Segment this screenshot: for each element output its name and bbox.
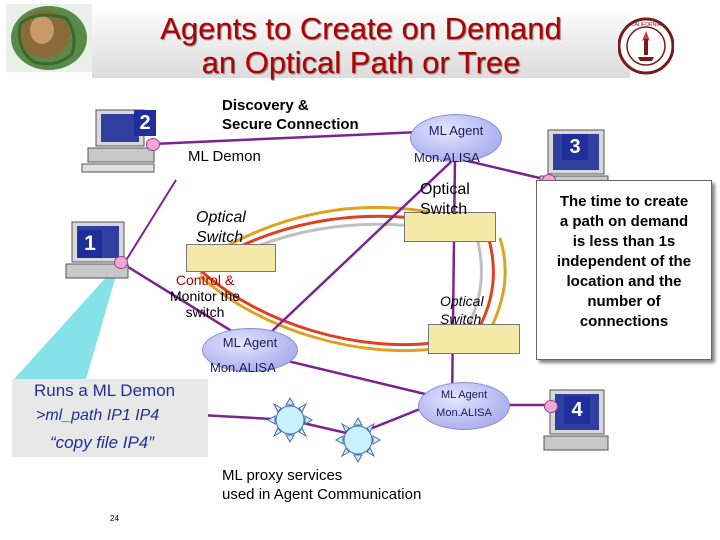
optical-switch-right-box <box>428 324 520 354</box>
discovery-label: Discovery & Secure Connection <box>222 96 359 134</box>
optical-switch-top-label: Optical Switch <box>420 180 470 220</box>
pink-dot-pc1 <box>114 256 128 269</box>
runs-line-1: Runs a ML Demon <box>34 381 176 400</box>
time-line-4: independent of the <box>556 253 692 270</box>
optical-switch-left-line-2: Switch <box>196 229 244 246</box>
caltech-seal-logo: CALIFORNIA <box>618 17 674 75</box>
globe-logo-icon <box>6 4 92 72</box>
time-line-5: location and the <box>566 273 682 290</box>
node-top-monalisa: Mon.ALISA <box>414 150 480 165</box>
ml-demon-label: ML Demon <box>188 148 261 165</box>
time-info-box: The time to create a path on demand is l… <box>536 180 712 360</box>
node-bottom-agent: ML Agent <box>440 389 488 401</box>
title-line-1: Agents to Create on Demand <box>160 11 562 46</box>
discovery-line-2: Secure Connection <box>222 116 359 133</box>
control-label: Control & Monitor the switch <box>170 272 240 320</box>
optical-switch-top-box <box>404 212 496 242</box>
title-line-2: an Optical Path or Tree <box>201 45 521 80</box>
proxy-label: ML proxy services used in Agent Communic… <box>222 466 421 504</box>
time-line-3: is less than 1s <box>572 233 676 250</box>
fiber-arc-red-2 <box>476 235 495 331</box>
time-line-6: number of <box>587 293 661 310</box>
pink-dot-pc4 <box>544 400 558 413</box>
link-top-right <box>454 156 549 182</box>
node-bottom-monalisa: Mon.ALISA <box>436 407 492 419</box>
title-band: Agents to Create on Demand an Optical Pa… <box>92 11 630 80</box>
number-2-badge: 2 <box>134 110 156 136</box>
control-line-2: Monitor the <box>170 288 241 304</box>
fiber-arc-gray-2 <box>464 233 483 331</box>
link-demon-pc1 <box>124 179 177 263</box>
optical-switch-top-line-1: Optical <box>420 181 470 198</box>
proxy-sun-1-icon <box>266 396 314 444</box>
control-line-1: Control & <box>175 272 235 288</box>
proxy-sun-2-icon <box>334 416 382 464</box>
page-number: 24 <box>110 514 119 523</box>
fiber-arc-yellow-2 <box>488 237 507 331</box>
optical-switch-right-line-1: Optical <box>440 293 484 309</box>
number-4-badge: 4 <box>564 396 590 424</box>
time-line-2: a path on demand <box>559 213 689 230</box>
number-3-badge: 3 <box>562 134 588 160</box>
svg-text:CALIFORNIA: CALIFORNIA <box>631 22 662 28</box>
agent-node-bottom: ML Agent Mon.ALISA <box>418 382 510 430</box>
node-left-monalisa: Mon.ALISA <box>210 360 276 375</box>
runs-line-3: “copy file IP4” <box>50 433 154 452</box>
pink-dot-pc2 <box>146 138 160 151</box>
node-left-agent: ML Agent <box>222 335 278 350</box>
fiber-arc-red-3 <box>198 268 441 347</box>
optical-switch-right-label: Optical Switch <box>440 292 484 328</box>
control-line-3: switch <box>185 304 225 320</box>
optical-switch-right-line-2: Switch <box>440 311 482 327</box>
optical-switch-left-line-1: Optical <box>196 209 246 226</box>
agent-node-top: ML Agent <box>410 114 502 162</box>
agent-node-left: ML Agent <box>202 328 298 372</box>
discovery-line-1: Discovery & <box>222 97 309 114</box>
time-line-1: The time to create <box>559 193 689 210</box>
proxy-line-1: ML proxy services <box>222 467 343 484</box>
number-1-badge: 1 <box>78 230 102 258</box>
fiber-arc-yellow-3 <box>198 274 441 353</box>
link-top-bottom <box>450 157 457 406</box>
link-pc1-agent <box>119 260 247 342</box>
optical-switch-left-box <box>186 244 276 272</box>
link-top-left <box>249 157 456 353</box>
optical-switch-left-label: Optical Switch <box>196 208 246 248</box>
highlight-beam <box>14 262 120 379</box>
node-top-agent: ML Agent <box>428 123 484 138</box>
optical-switch-top-line-2: Switch <box>420 201 468 218</box>
runs-line-2: >ml_path IP1 IP4 <box>36 407 160 424</box>
proxy-line-2: used in Agent Communication <box>222 486 422 503</box>
link-discovery <box>151 130 421 146</box>
computer-2-icon <box>81 109 155 173</box>
time-line-7: connections <box>579 313 669 330</box>
runs-ml-demon-box: Runs a ML Demon >ml_path IP1 IP4 “copy f… <box>12 379 208 457</box>
